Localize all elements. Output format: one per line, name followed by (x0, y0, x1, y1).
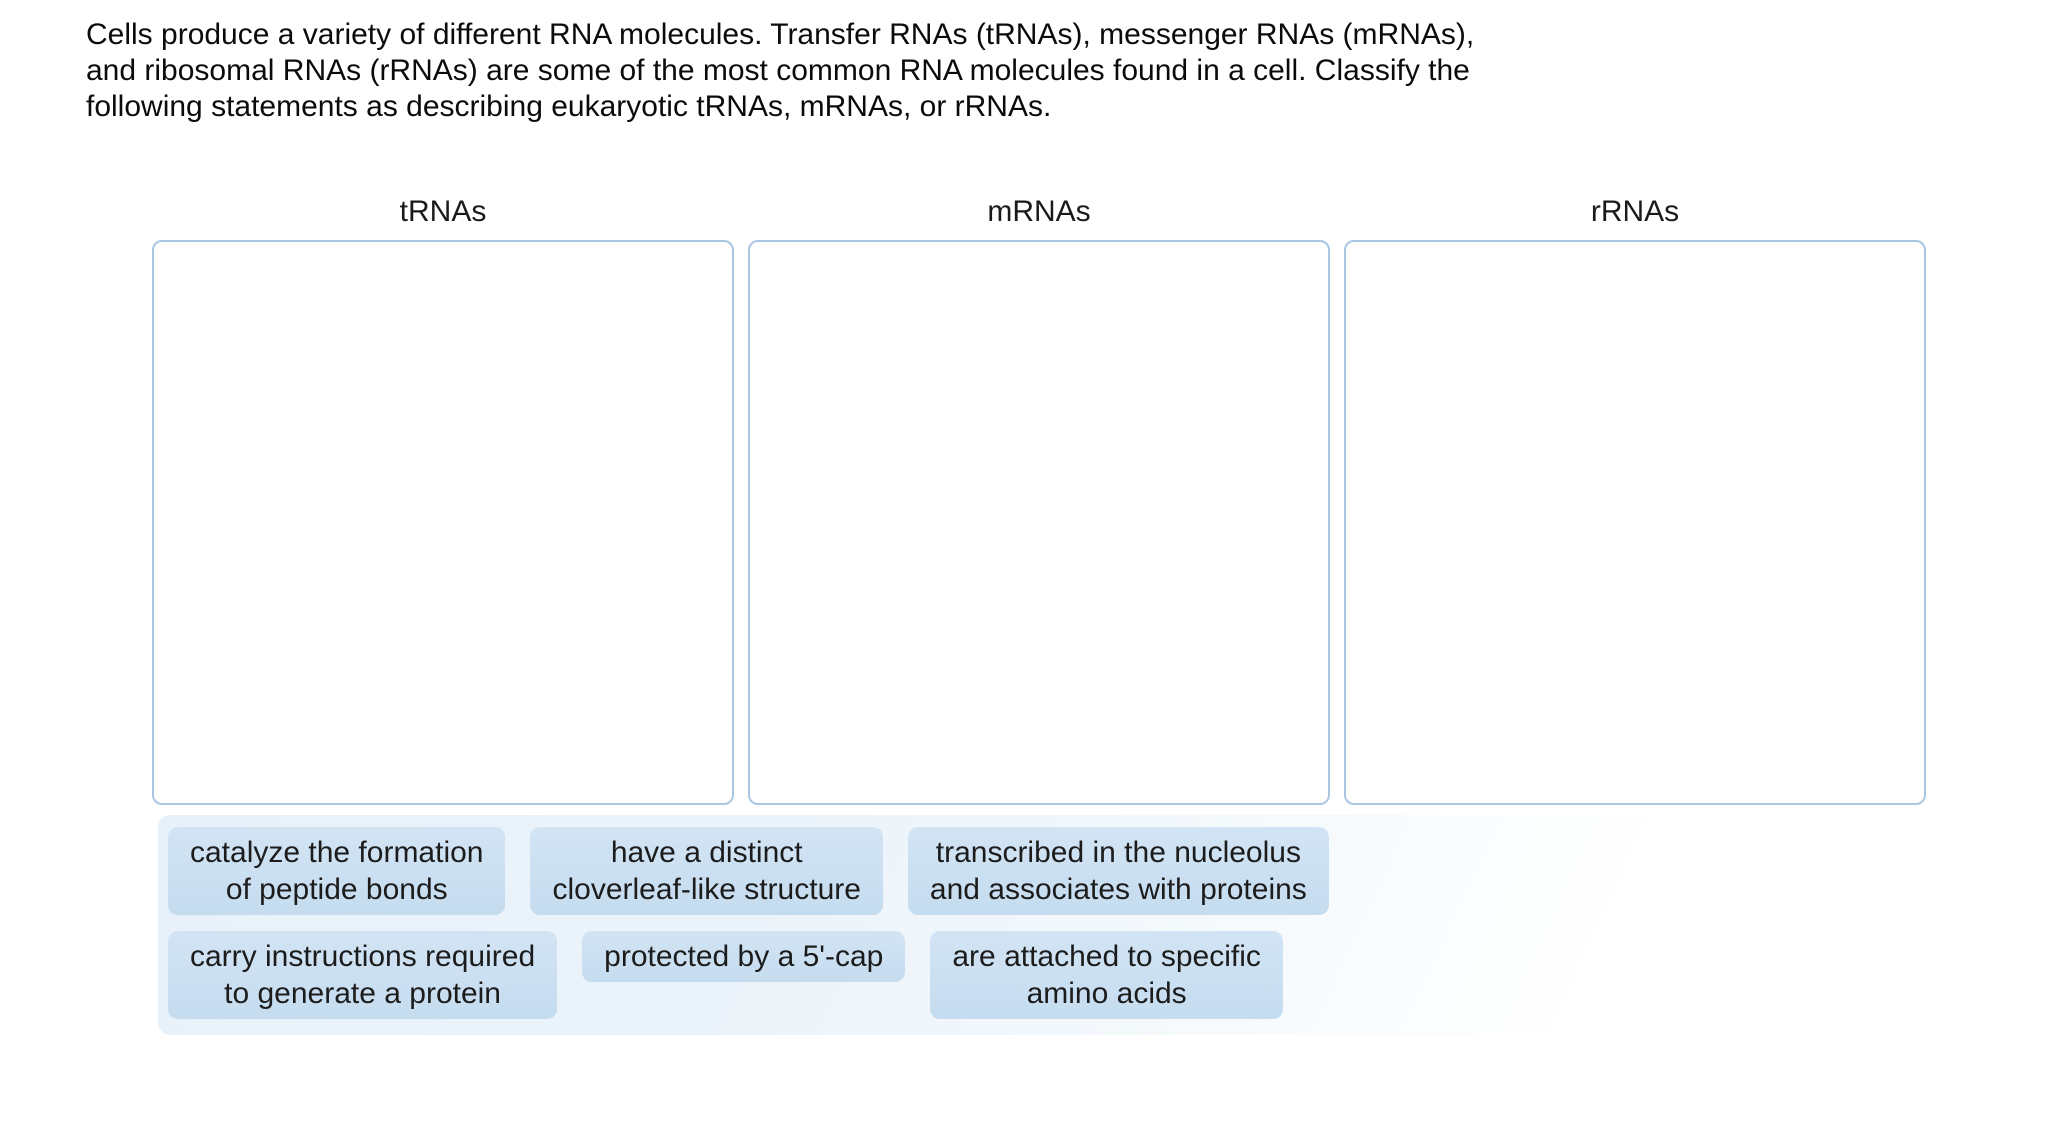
chip-catalyze-peptide-bond-formation[interactable]: catalyze the formation of peptide bonds (168, 827, 506, 915)
chip-carry-protein-instructions[interactable]: carry instructions required to generate … (168, 931, 558, 1019)
chip-text: transcribed in the nucleolus (935, 836, 1301, 869)
chip-text: of peptide bonds (225, 873, 448, 906)
classification-board: tRNAs mRNAs rRNAs (152, 196, 1926, 805)
category-label-rrnas: rRNAs (1590, 195, 1680, 228)
chip-text: are attached to specific (952, 940, 1261, 973)
chip-text: carry instructions required (190, 940, 536, 973)
drop-zone-trnas[interactable] (152, 240, 734, 805)
chip-text: protected by a 5'-cap (604, 940, 884, 973)
chip-text: and associates with proteins (929, 873, 1307, 906)
chip-tray: catalyze the formation of peptide bonds … (158, 815, 1906, 1035)
chip-row-2: carry instructions required to generate … (168, 931, 1896, 1019)
drop-zone-mrnas[interactable] (748, 240, 1330, 805)
column-rrnas: rRNAs (1344, 196, 1926, 805)
instructions-line-2: and ribosomal RNAs (rRNAs) are some of t… (86, 54, 1470, 87)
column-mrnas: mRNAs (748, 196, 1330, 805)
instructions-line-1: Cells produce a variety of different RNA… (86, 18, 1475, 51)
instructions-text: Cells produce a variety of different RNA… (86, 17, 1474, 125)
chip-cloverleaf-structure[interactable]: have a distinct cloverleaf-like structur… (530, 827, 883, 915)
chip-attached-to-amino-acids[interactable]: are attached to specific amino acids (930, 931, 1283, 1019)
drop-zone-rrnas[interactable] (1344, 240, 1926, 805)
chip-text: to generate a protein (224, 977, 501, 1010)
chip-row-1: catalyze the formation of peptide bonds … (168, 827, 1896, 915)
category-label-trnas: tRNAs (399, 195, 487, 228)
chip-text: catalyze the formation (190, 836, 484, 869)
chip-text: cloverleaf-like structure (552, 873, 861, 906)
instructions-line-3: following statements as describing eukar… (86, 90, 1052, 123)
chip-text: amino acids (1026, 977, 1187, 1010)
chip-protected-by-5-cap[interactable]: protected by a 5'-cap (582, 931, 906, 982)
category-label-mrnas: mRNAs (987, 195, 1091, 228)
chip-transcribed-in-nucleolus[interactable]: transcribed in the nucleolus and associa… (907, 827, 1329, 915)
chip-text: have a distinct (610, 836, 803, 869)
column-trnas: tRNAs (152, 196, 734, 805)
